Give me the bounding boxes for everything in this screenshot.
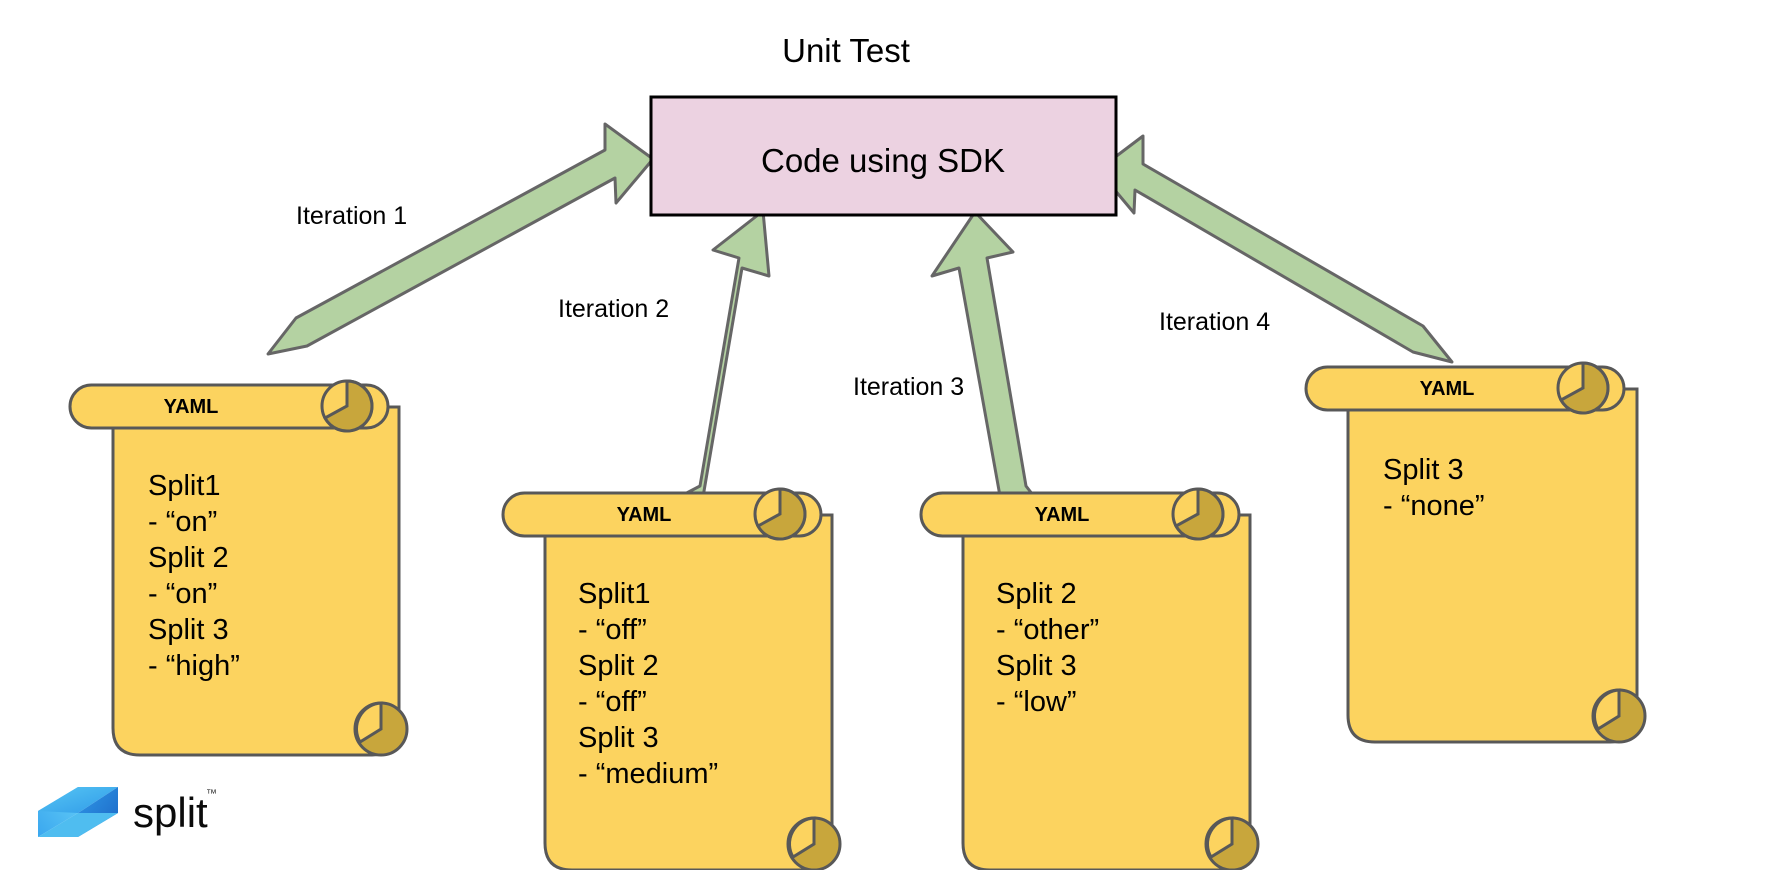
yaml-scroll-1[interactable]: YAML Split1 - “on” Split 2 - “on” Split … <box>68 379 409 757</box>
yaml-scroll-4-header-label: YAML <box>1420 378 1475 400</box>
yaml-scroll-2-line: Split 3 <box>578 722 659 754</box>
yaml-scroll-4-bottom-curl <box>1591 688 1647 744</box>
yaml-scroll-1-bottom-curl <box>353 701 409 757</box>
yaml-scroll-3-top-curl <box>1171 487 1225 541</box>
arrow-iteration-4 <box>1096 134 1454 364</box>
yaml-scroll-1-header-bar <box>68 383 390 430</box>
split-logo-mark-icon <box>38 787 118 837</box>
yaml-scroll-2-line: - “medium” <box>578 758 718 790</box>
split-logo-trademark: ™ <box>206 788 217 800</box>
yaml-scroll-3-line: Split 2 <box>996 578 1077 610</box>
yaml-scroll-3-line: Split 3 <box>996 650 1077 682</box>
yaml-scroll-2-top-curl <box>753 487 807 541</box>
yaml-scroll-2-header-label: YAML <box>617 504 672 526</box>
arrow-label-iteration-1: Iteration 1 <box>296 202 407 230</box>
code-using-sdk-box-rect <box>649 95 1118 217</box>
arrow-iteration-2 <box>656 209 771 510</box>
arrow-iteration-3 <box>930 210 1045 510</box>
yaml-scroll-1-header-label: YAML <box>164 396 219 418</box>
yaml-scroll-2-line: - “off” <box>578 614 647 646</box>
yaml-scroll-3[interactable]: YAML Split 2 - “other” Split 3 - “low” <box>919 487 1260 870</box>
yaml-scroll-1-line: - “on” <box>148 506 217 538</box>
yaml-scroll-1-line: Split 3 <box>148 614 229 646</box>
yaml-scroll-2-line: Split1 <box>578 578 651 610</box>
yaml-scroll-4-header-bar <box>1304 365 1626 412</box>
yaml-scroll-3-line: - “low” <box>996 686 1077 718</box>
arrow-label-iteration-2: Iteration 2 <box>558 295 669 323</box>
yaml-scroll-3-header-label: YAML <box>1035 504 1090 526</box>
arrow-label-iteration-3: Iteration 3 <box>853 373 964 401</box>
yaml-scroll-1-top-curl <box>320 379 374 433</box>
yaml-scroll-4-sheet <box>1346 387 1639 744</box>
yaml-scroll-4[interactable]: YAML Split 3 - “none” <box>1304 361 1647 744</box>
yaml-scroll-4-line: - “none” <box>1383 490 1485 522</box>
yaml-scroll-2[interactable]: YAML Split1 - “off” Split 2 - “off” Spli… <box>501 487 842 870</box>
yaml-scroll-1-line: - “on” <box>148 578 217 610</box>
split-logo: split ™ <box>38 787 217 837</box>
yaml-scroll-4-line: Split 3 <box>1383 454 1464 486</box>
yaml-scroll-1-line: Split1 <box>148 470 221 502</box>
yaml-scroll-2-line: - “off” <box>578 686 647 718</box>
yaml-scroll-2-header-bar <box>501 491 823 538</box>
yaml-scroll-1-line: Split 2 <box>148 542 229 574</box>
yaml-scroll-3-header-bar <box>919 491 1241 538</box>
page-title: Unit Test <box>782 32 910 69</box>
yaml-scroll-3-line: - “other” <box>996 614 1099 646</box>
code-using-sdk-box[interactable]: Code using SDK <box>649 95 1118 217</box>
code-using-sdk-label: Code using SDK <box>761 142 1005 179</box>
yaml-scroll-1-line: - “high” <box>148 650 240 682</box>
yaml-scroll-4-top-curl <box>1556 361 1610 415</box>
arrow-label-iteration-4: Iteration 4 <box>1159 308 1270 336</box>
yaml-scroll-3-bottom-curl <box>1204 816 1260 870</box>
split-logo-wordmark: split <box>133 789 208 836</box>
yaml-scroll-2-line: Split 2 <box>578 650 659 682</box>
yaml-scroll-2-bottom-curl <box>786 816 842 870</box>
